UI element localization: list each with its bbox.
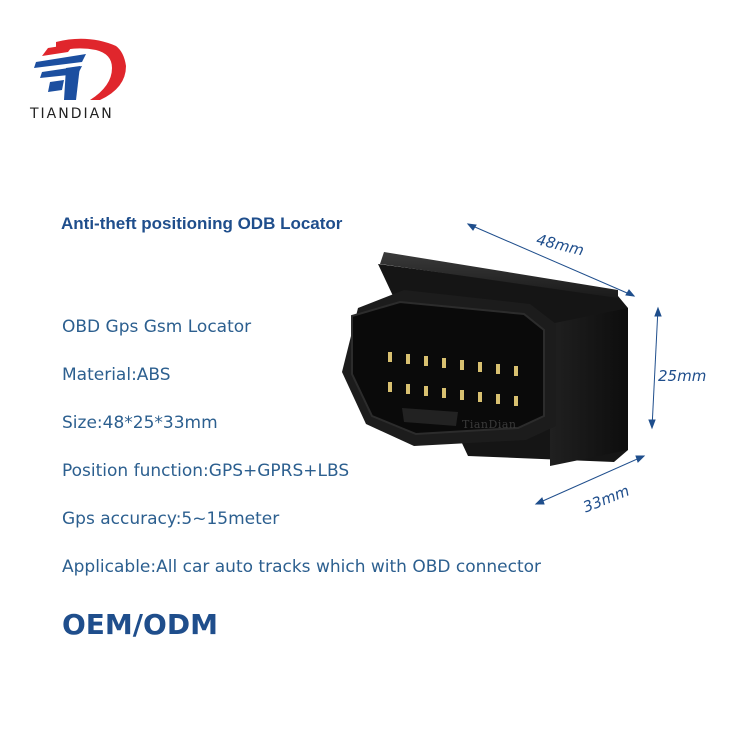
obd-device-illustration (342, 223, 662, 505)
device-watermark: TianDian (462, 418, 517, 431)
spec-product-type: OBD Gps Gsm Locator (62, 317, 252, 337)
oem-odm-label: OEM/ODM (62, 608, 218, 641)
logo-wordmark: TIANDIAN (30, 106, 114, 122)
spec-material: Material:ABS (62, 365, 171, 385)
spec-applicable: Applicable:All car auto tracks which wit… (62, 557, 542, 577)
product-headline: Anti-theft positioning ODB Locator (61, 214, 343, 233)
spec-size: Size:48*25*33mm (62, 413, 218, 433)
spec-position-function: Position function:GPS+GPRS+LBS (62, 461, 350, 481)
spec-gps-accuracy: Gps accuracy:5~15meter (62, 509, 280, 529)
tiandian-logo-mark-icon (34, 38, 126, 100)
tiandian-logo: TIANDIAN (28, 28, 138, 128)
obd-locator-image (318, 212, 698, 542)
dimension-height-label: 25mm (658, 367, 707, 385)
